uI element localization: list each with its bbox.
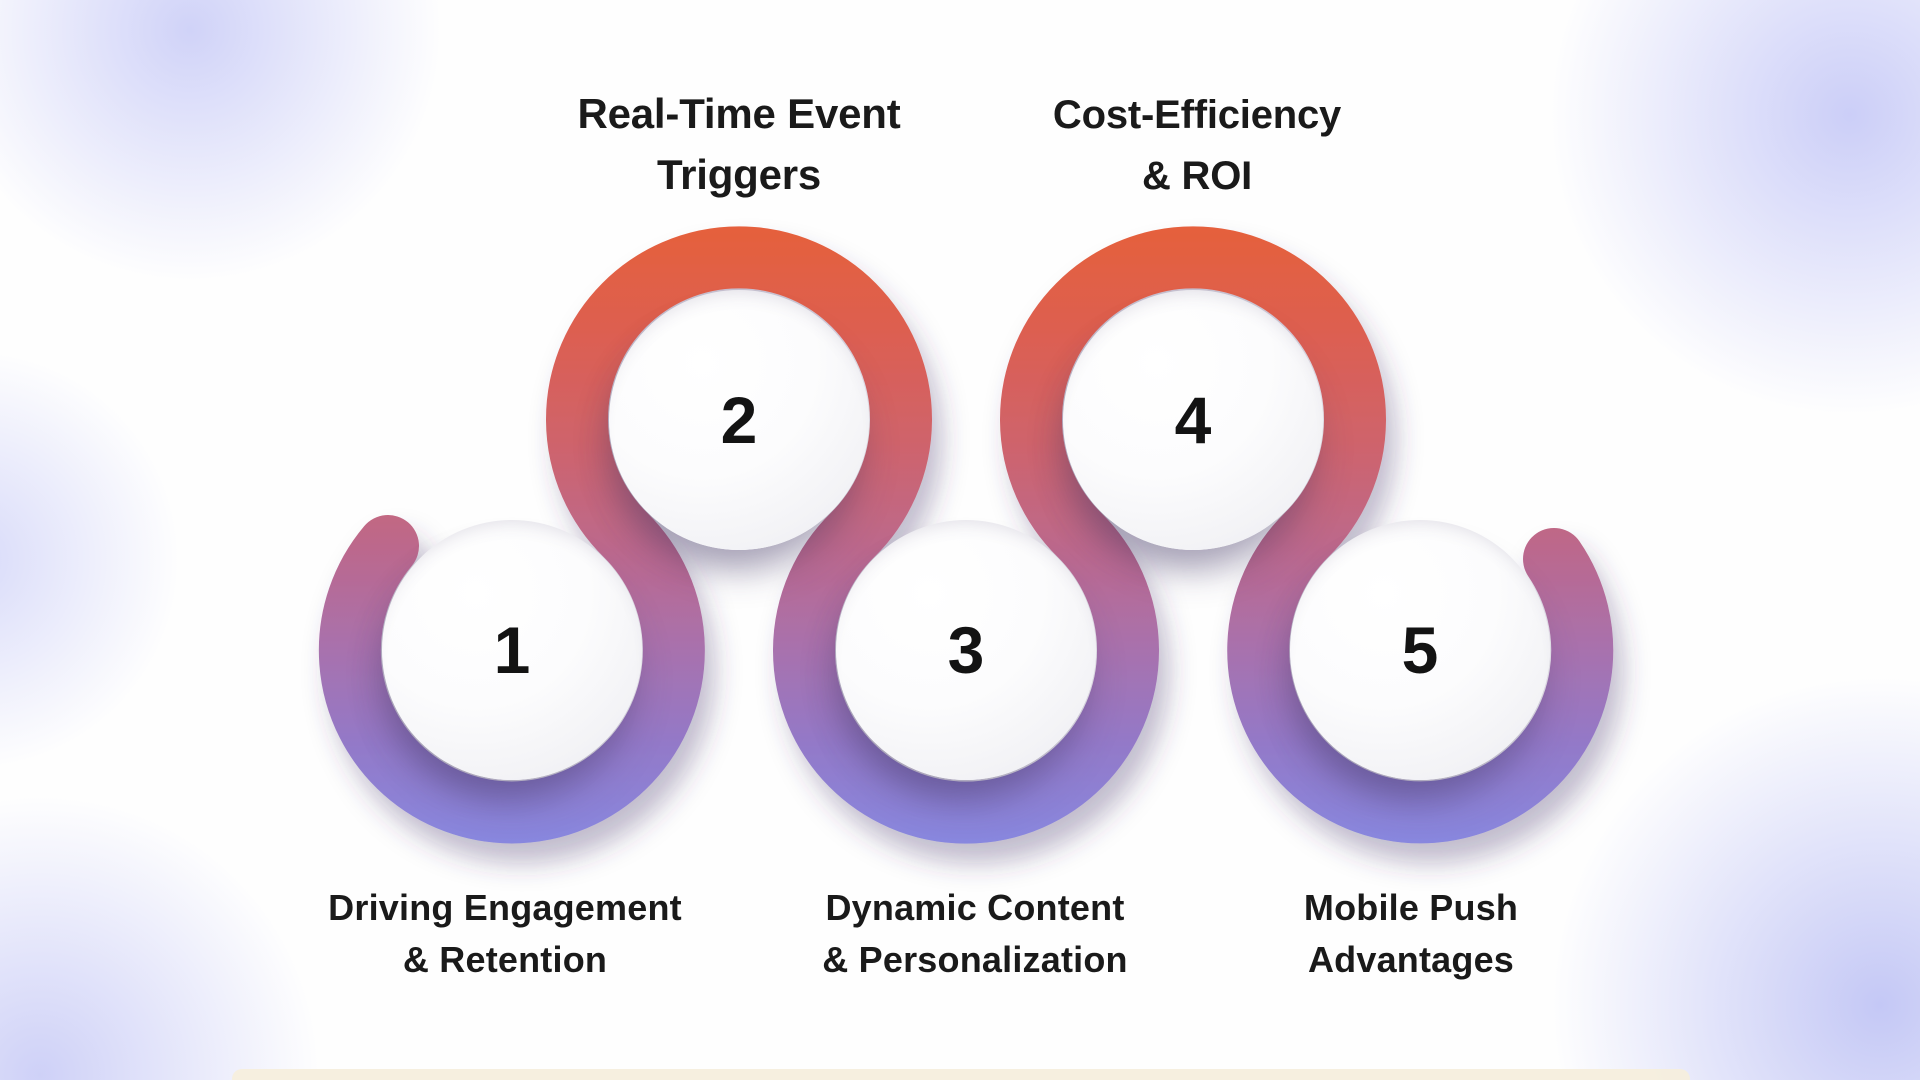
step-number-2: 2 [720,383,758,457]
step-label-4: Cost-Efficiency & ROI [917,85,1477,207]
step-number-4: 4 [1174,383,1212,457]
step-label-2-line-2: Triggers [656,151,822,198]
step-label-5-line-2: Advantages [1307,939,1515,980]
step-label-3-line-1: Dynamic Content [825,887,1125,928]
step-label-4-line-1: Cost-Efficiency [1052,93,1342,137]
step-label-1: Driving Engagement & Retention [225,882,785,986]
step-label-4-line-2: & ROI [1141,154,1253,198]
step-label-1-line-1: Driving Engagement [328,887,682,928]
step-label-5: Mobile Push Advantages [1131,882,1691,986]
step-label-2: Real-Time Event Triggers [459,83,1019,205]
step-circle-3: 3 [836,520,1096,780]
step-circle-5: 5 [1290,520,1550,780]
step-label-3-line-2: & Personalization [822,939,1128,980]
ribbon-path [318,226,1614,844]
step-label-1-line-2: & Retention [402,939,608,980]
step-number-3: 3 [947,613,985,687]
step-circle-4: 4 [1063,290,1323,550]
step-label-2-line-1: Real-Time Event [577,90,901,137]
step-number-5: 5 [1401,613,1439,687]
step-circle-2: 2 [609,290,869,550]
bottom-accent-bar [232,1069,1690,1080]
step-circle-1: 1 [382,520,642,780]
step-label-5-line-1: Mobile Push [1303,887,1519,928]
step-label-3: Dynamic Content & Personalization [695,882,1255,986]
step-number-1: 1 [493,613,531,687]
